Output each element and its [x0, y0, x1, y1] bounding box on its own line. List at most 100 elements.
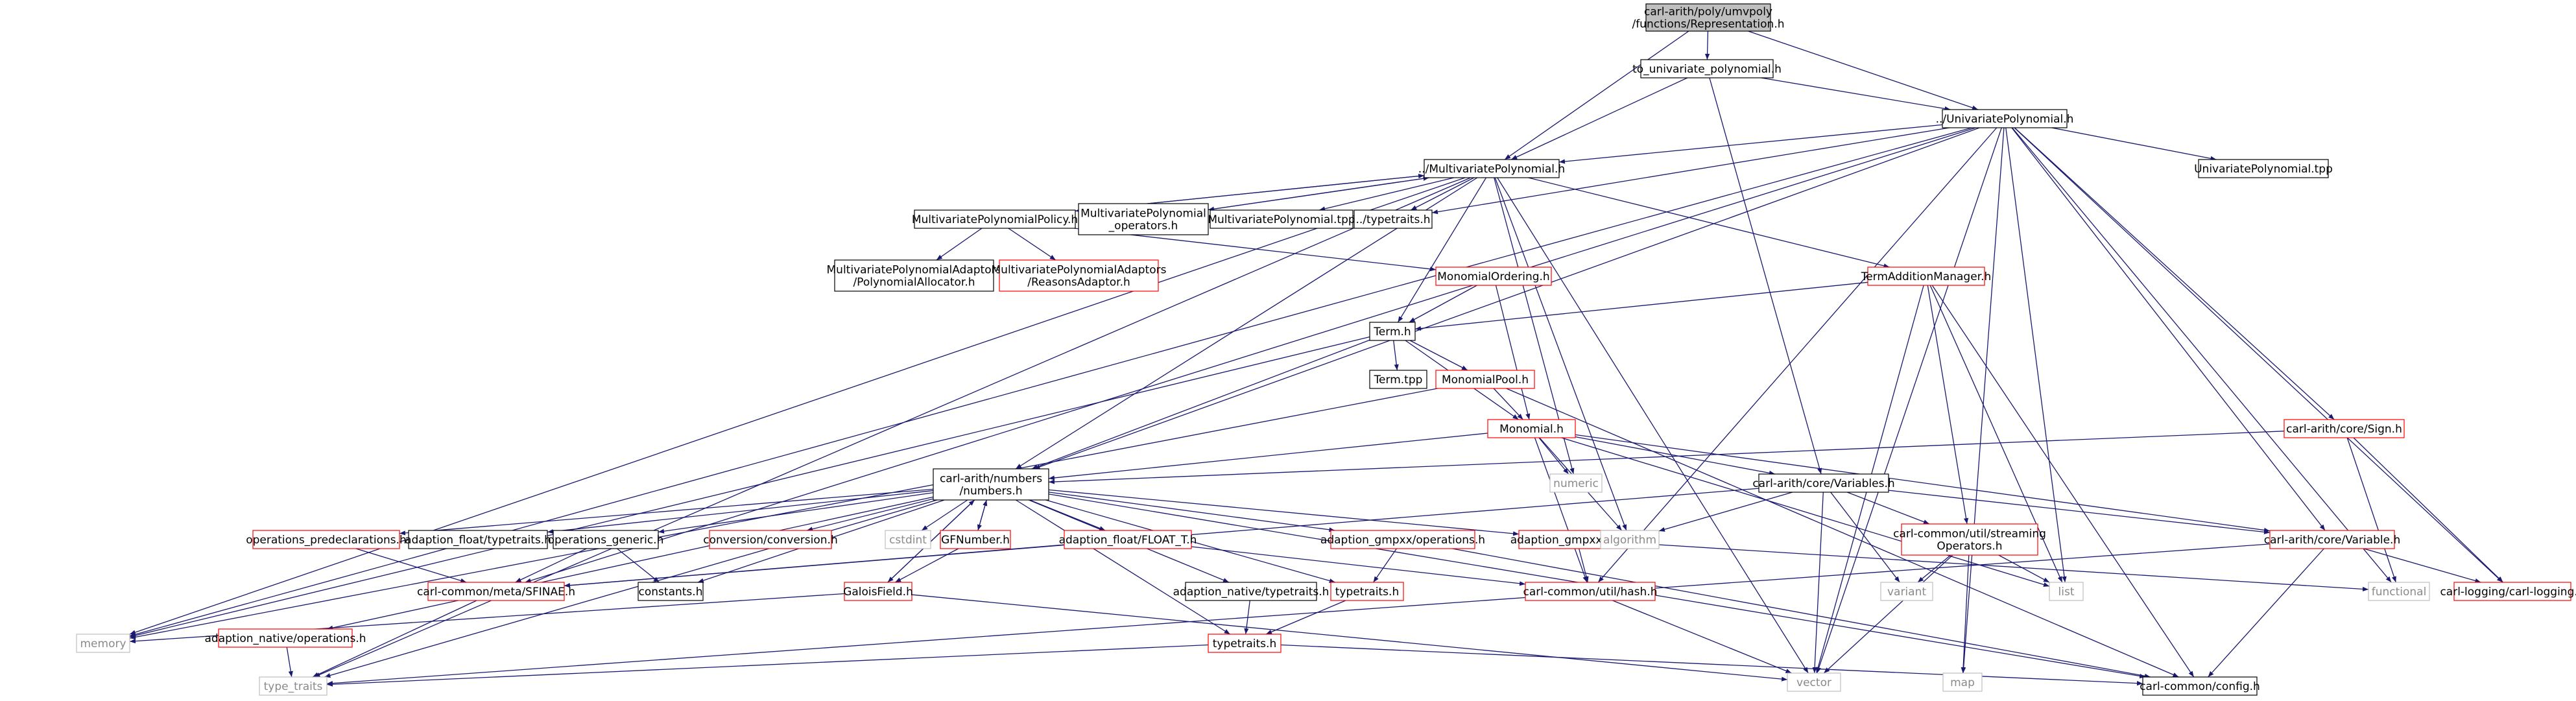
node-sfinae[interactable]: carl-common/meta/SFINAE.h — [417, 582, 575, 601]
edge-mono_pool-to-monomial — [1493, 388, 1523, 420]
node-box — [1645, 3, 1771, 32]
node-box — [1210, 209, 1354, 229]
edge-numbers-to-gmpxx_hash — [1048, 489, 1520, 536]
edge-numbers-to-conversion — [806, 498, 934, 532]
node-logging[interactable]: carl-logging/carl-logging.h — [2440, 582, 2576, 601]
node-label: carl-common/meta/SFINAE.h — [417, 586, 575, 599]
node-ops_generic[interactable]: operations_generic.h — [548, 530, 664, 549]
node-label: adaption_float/typetraits.h — [405, 534, 551, 547]
node-float_t[interactable]: adaption_float/FLOAT_T.h — [1059, 530, 1197, 549]
node-univ[interactable]: ../UnivariatePolynomial.h — [1936, 109, 2074, 128]
node-native_tt[interactable]: adaption_native/typetraits.h — [1173, 582, 1330, 601]
node-label: /functions/Representation.h — [1632, 18, 1784, 31]
node-list: list — [2049, 582, 2084, 601]
node-label: GFNumber.h — [941, 534, 1010, 547]
node-galois[interactable]: GaloisField.h — [843, 582, 913, 601]
node-label: ../typetraits.h — [1355, 213, 1430, 226]
node-label: list — [2058, 586, 2075, 599]
node-term[interactable]: Term.h — [1369, 322, 1416, 341]
node-label: to_univariate_polynomial.h — [1632, 63, 1782, 76]
node-box — [1758, 473, 1889, 493]
node-to_univ[interactable]: to_univariate_polynomial.h — [1632, 59, 1782, 78]
node-root[interactable]: carl-arith/poly/umvpoly/functions/Repres… — [1632, 3, 1785, 32]
edge-gmpxx_hash-to-hash — [1579, 548, 1589, 583]
node-label: Term.h — [1373, 326, 1411, 339]
node-algorithm: algorithm — [1600, 530, 1660, 549]
node-box — [999, 259, 1159, 292]
node-label: typetraits.h — [1213, 637, 1276, 650]
node-box — [885, 530, 931, 549]
node-label: /numbers.h — [959, 485, 1022, 498]
edge-gmpxx_ops-to-typetraits_n — [1373, 548, 1397, 583]
node-sign[interactable]: carl-arith/core/Sign.h — [2284, 419, 2405, 438]
edge-multi-to-term_add — [1528, 177, 1890, 268]
node-mp_ops[interactable]: MultivariatePolynomial_operators.h — [1078, 203, 1209, 235]
edge-mono_order-to-term — [1409, 285, 1477, 323]
node-native_ops[interactable]: adaption_native/operations.h — [205, 628, 366, 648]
node-mpa_alloc[interactable]: MultivariatePolynomialAdaptors/Polynomia… — [827, 259, 1002, 292]
node-label: numeric — [1553, 477, 1599, 490]
node-variable[interactable]: carl-arith/core/Variable.h — [2264, 530, 2400, 549]
node-conversion[interactable]: conversion/conversion.h — [703, 530, 838, 549]
node-label: MultivariatePolynomialAdaptors — [827, 264, 1002, 277]
node-mpa_reasons[interactable]: MultivariatePolynomialAdaptors/ReasonsAd… — [992, 259, 1167, 292]
node-univ_tpp[interactable]: UnivariatePolynomial.tpp — [2194, 159, 2333, 178]
edge-streaming-to-list — [1998, 554, 2050, 583]
node-hash[interactable]: carl-common/util/hash.h — [1523, 582, 1658, 601]
edge-mono_pool-to-config — [1506, 388, 2179, 678]
node-mono_pool[interactable]: MonomialPool.h — [1435, 370, 1535, 389]
edge-univ-to-hash — [1597, 127, 1998, 583]
node-layer: carl-arith/poly/umvpoly/functions/Repres… — [76, 3, 2576, 696]
node-gfnumber[interactable]: GFNumber.h — [940, 530, 1011, 549]
node-numbers[interactable]: carl-arith/numbers/numbers.h — [933, 468, 1049, 501]
edge-numbers-to-cstdint — [921, 499, 968, 531]
node-map: map — [1942, 672, 1983, 692]
edge-term_add-to-term — [1414, 281, 1868, 331]
node-monomial[interactable]: Monomial.h — [1487, 419, 1576, 438]
edge-univ-to-list — [2005, 127, 2067, 583]
node-mpp[interactable]: MultivariatePolynomialPolicy.h — [912, 209, 1078, 229]
node-box — [553, 530, 659, 549]
node-typetraits_up[interactable]: ../typetraits.h — [1354, 209, 1433, 229]
node-label: typetraits.h — [1335, 586, 1399, 599]
node-box — [218, 628, 353, 648]
edge-univ-to-vector — [1817, 127, 2002, 674]
node-box — [1330, 582, 1404, 601]
edge-to_univ-to-univ — [1761, 77, 1951, 112]
node-label: carl-arith/core/Variables.h — [1752, 477, 1894, 490]
node-label: GaloisField.h — [843, 586, 913, 599]
node-box — [638, 582, 704, 601]
edge-monomial-to-list — [1561, 437, 2050, 587]
edge-multi-to-mp_tpp — [1319, 177, 1454, 211]
node-constants[interactable]: constants.h — [638, 582, 704, 601]
node-mono_order[interactable]: MonomialOrdering.h — [1435, 267, 1552, 286]
edge-univ-to-sfinae — [525, 127, 1976, 583]
node-variables[interactable]: carl-arith/core/Variables.h — [1752, 473, 1895, 493]
node-typetraits_lo[interactable]: typetraits.h — [1208, 634, 1282, 653]
node-box — [2269, 530, 2395, 549]
node-term_tpp[interactable]: Term.tpp — [1369, 370, 1427, 389]
edge-numbers-to-adapt_float_tt — [547, 490, 934, 534]
edge-term-to-term_tpp — [1393, 340, 1399, 371]
node-label: vector — [1796, 676, 1831, 689]
node-label: carl-arith/core/Variable.h — [2264, 534, 2400, 547]
edge-multi-to-memory — [129, 177, 1466, 635]
node-box — [2142, 676, 2258, 696]
node-ops_pre[interactable]: operations_predeclarations.h — [246, 530, 407, 549]
edge-mono_pool-to-memory — [129, 388, 1438, 640]
node-term_add[interactable]: TermAdditionManager.h — [1861, 267, 1992, 286]
edge-gfnumber-to-numbers — [977, 499, 988, 531]
node-adapt_float_tt[interactable]: adaption_float/typetraits.h — [405, 530, 551, 549]
node-box — [940, 530, 1011, 549]
node-box — [1640, 59, 1774, 78]
node-multi[interactable]: ../MultivariatePolynomial.h — [1418, 159, 1565, 178]
node-label: adaption_float/FLOAT_T.h — [1059, 534, 1197, 547]
edge-mono_order-to-monomial — [1495, 285, 1531, 420]
node-label: MonomialOrdering.h — [1437, 270, 1549, 283]
node-config[interactable]: carl-common/config.h — [2140, 676, 2260, 696]
node-gmpxx_ops[interactable]: adaption_gmpxx/operations.h — [1320, 530, 1485, 549]
node-typetraits_n[interactable]: typetraits.h — [1330, 582, 1404, 601]
node-mp_tpp[interactable]: MultivariatePolynomial.tpp — [1208, 209, 1355, 229]
edge-mpp-to-mpa_alloc — [936, 228, 983, 261]
